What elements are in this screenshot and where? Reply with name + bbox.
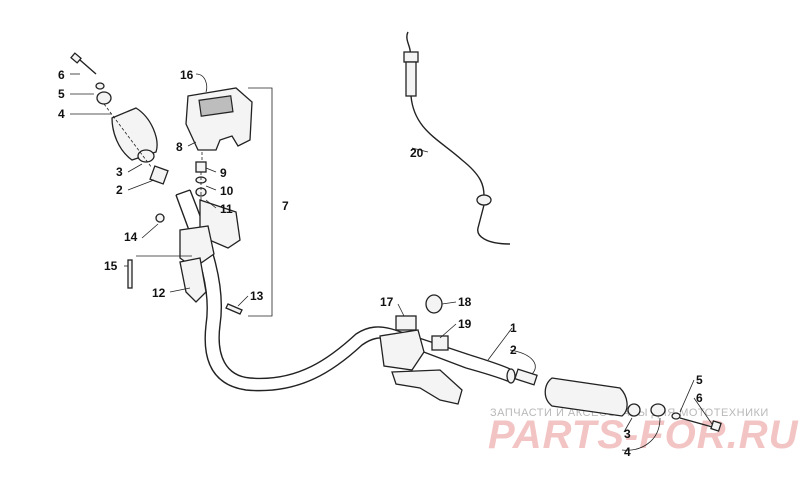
callout-20: 20 bbox=[410, 146, 424, 160]
callout-16: 16 bbox=[180, 68, 194, 82]
callout-11: 11 bbox=[220, 202, 233, 216]
throttle-clamp bbox=[127, 213, 243, 315]
callout-14: 14 bbox=[124, 230, 138, 244]
callout-17: 17 bbox=[380, 295, 394, 309]
callout-4-right: 4 bbox=[624, 445, 631, 459]
callout-6-left: 6 bbox=[58, 68, 65, 82]
callout-5-right: 5 bbox=[696, 373, 703, 387]
switch-housing bbox=[185, 87, 253, 162]
callout-18: 18 bbox=[458, 295, 472, 309]
right-switch-controls bbox=[379, 294, 463, 405]
callout-7: 7 bbox=[282, 199, 289, 213]
callout-19: 19 bbox=[458, 317, 472, 331]
callout-3-right: 3 bbox=[624, 427, 631, 441]
callout-5-left: 5 bbox=[58, 87, 65, 101]
callout-15: 15 bbox=[104, 259, 118, 273]
callout-10: 10 bbox=[220, 184, 234, 198]
right-grip-assembly bbox=[514, 368, 722, 432]
leader-lines bbox=[70, 73, 713, 451]
callout-8: 8 bbox=[176, 140, 183, 154]
left-grip-assembly bbox=[70, 52, 169, 185]
callout-1: 1 bbox=[510, 321, 517, 335]
callout-4-left: 4 bbox=[58, 107, 65, 121]
watermark: PARTS-FOR.RU ЗАПЧАСТИ И АКСЕССУАРЫ ДЛЯ М… bbox=[488, 407, 799, 457]
callout-6-right: 6 bbox=[696, 391, 703, 405]
callout-12: 12 bbox=[152, 286, 166, 300]
callout-9: 9 bbox=[220, 166, 227, 180]
callout-13: 13 bbox=[250, 289, 264, 303]
assembly-bracket bbox=[248, 87, 273, 317]
callout-3-left: 3 bbox=[116, 165, 123, 179]
callout-labels: 6 5 4 3 2 16 8 9 10 11 7 14 15 12 13 20 … bbox=[58, 68, 703, 459]
callout-2-left: 2 bbox=[116, 183, 123, 197]
throttle-cable bbox=[403, 31, 511, 245]
watermark-brand: PARTS-FOR.RU bbox=[488, 413, 799, 457]
callout-2-right: 2 bbox=[510, 343, 517, 357]
